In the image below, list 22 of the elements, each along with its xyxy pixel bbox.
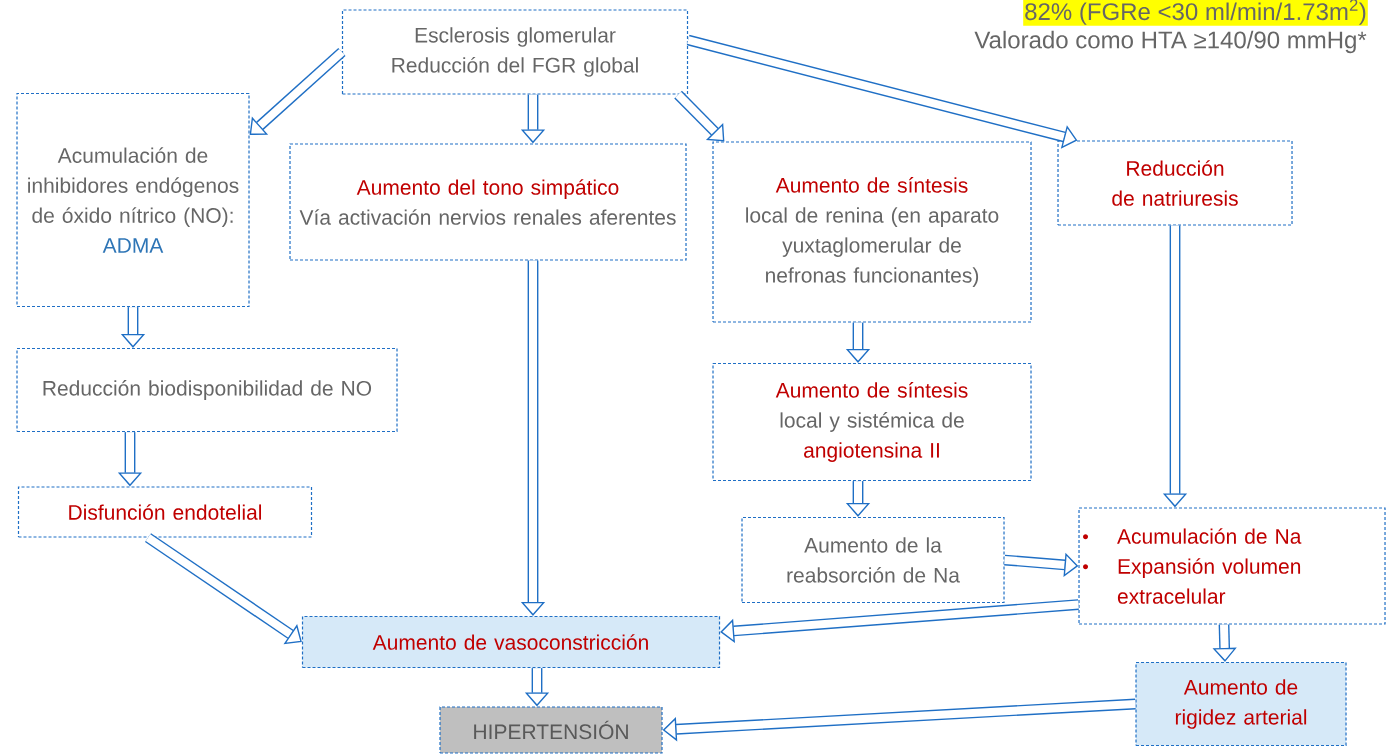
block-arrow: [686, 34, 1078, 149]
block-arrow: [662, 698, 1136, 742]
block-arrow: [144, 533, 302, 645]
block-arrow: [720, 599, 1079, 644]
process-box: Aumento del tono simpático Vía activación nervios renales aferentes: [289, 143, 687, 261]
block-arrow: [674, 90, 725, 142]
process-box: Reducción biodisponibilidad de NO: [16, 347, 398, 433]
result-box: HIPERTENSIÓN: [439, 706, 663, 754]
process-box: Aumento de síntesis local y sistémica de angiotensina II: [712, 362, 1032, 482]
process-box: Acumulación de Na Expansión volumen extracelular: [1078, 507, 1386, 625]
process-box: Reducción de natriuresis: [1057, 140, 1293, 226]
highlighted-box: Aumento de vasoconstricción: [301, 615, 721, 669]
block-arrow: [249, 48, 346, 135]
block-arrow: [1004, 552, 1079, 577]
note-text: Valorado como HTA ≥140/90 mmHg*: [974, 30, 1367, 54]
process-box: Aumento de la reabsorción de Na: [741, 516, 1005, 604]
highlighted-note: 82% (FGRe <30 ml/min/1.73m$^{2}$): [1023, 0, 1368, 26]
process-box: Esclerosis glomerular Reducción del FGR global: [341, 9, 689, 95]
process-box: Aumento de síntesis local de renina (en aparato yuxtaglomerular de nefronas funcionantes): [712, 141, 1032, 323]
process-box: Acumulación de inhibidores endógenos de óxido nítrico (NO): ADMA: [16, 92, 250, 308]
process-box: Disfunción endotelial: [17, 486, 313, 538]
highlighted-box: Aumento de rigidez arterial: [1135, 661, 1347, 747]
